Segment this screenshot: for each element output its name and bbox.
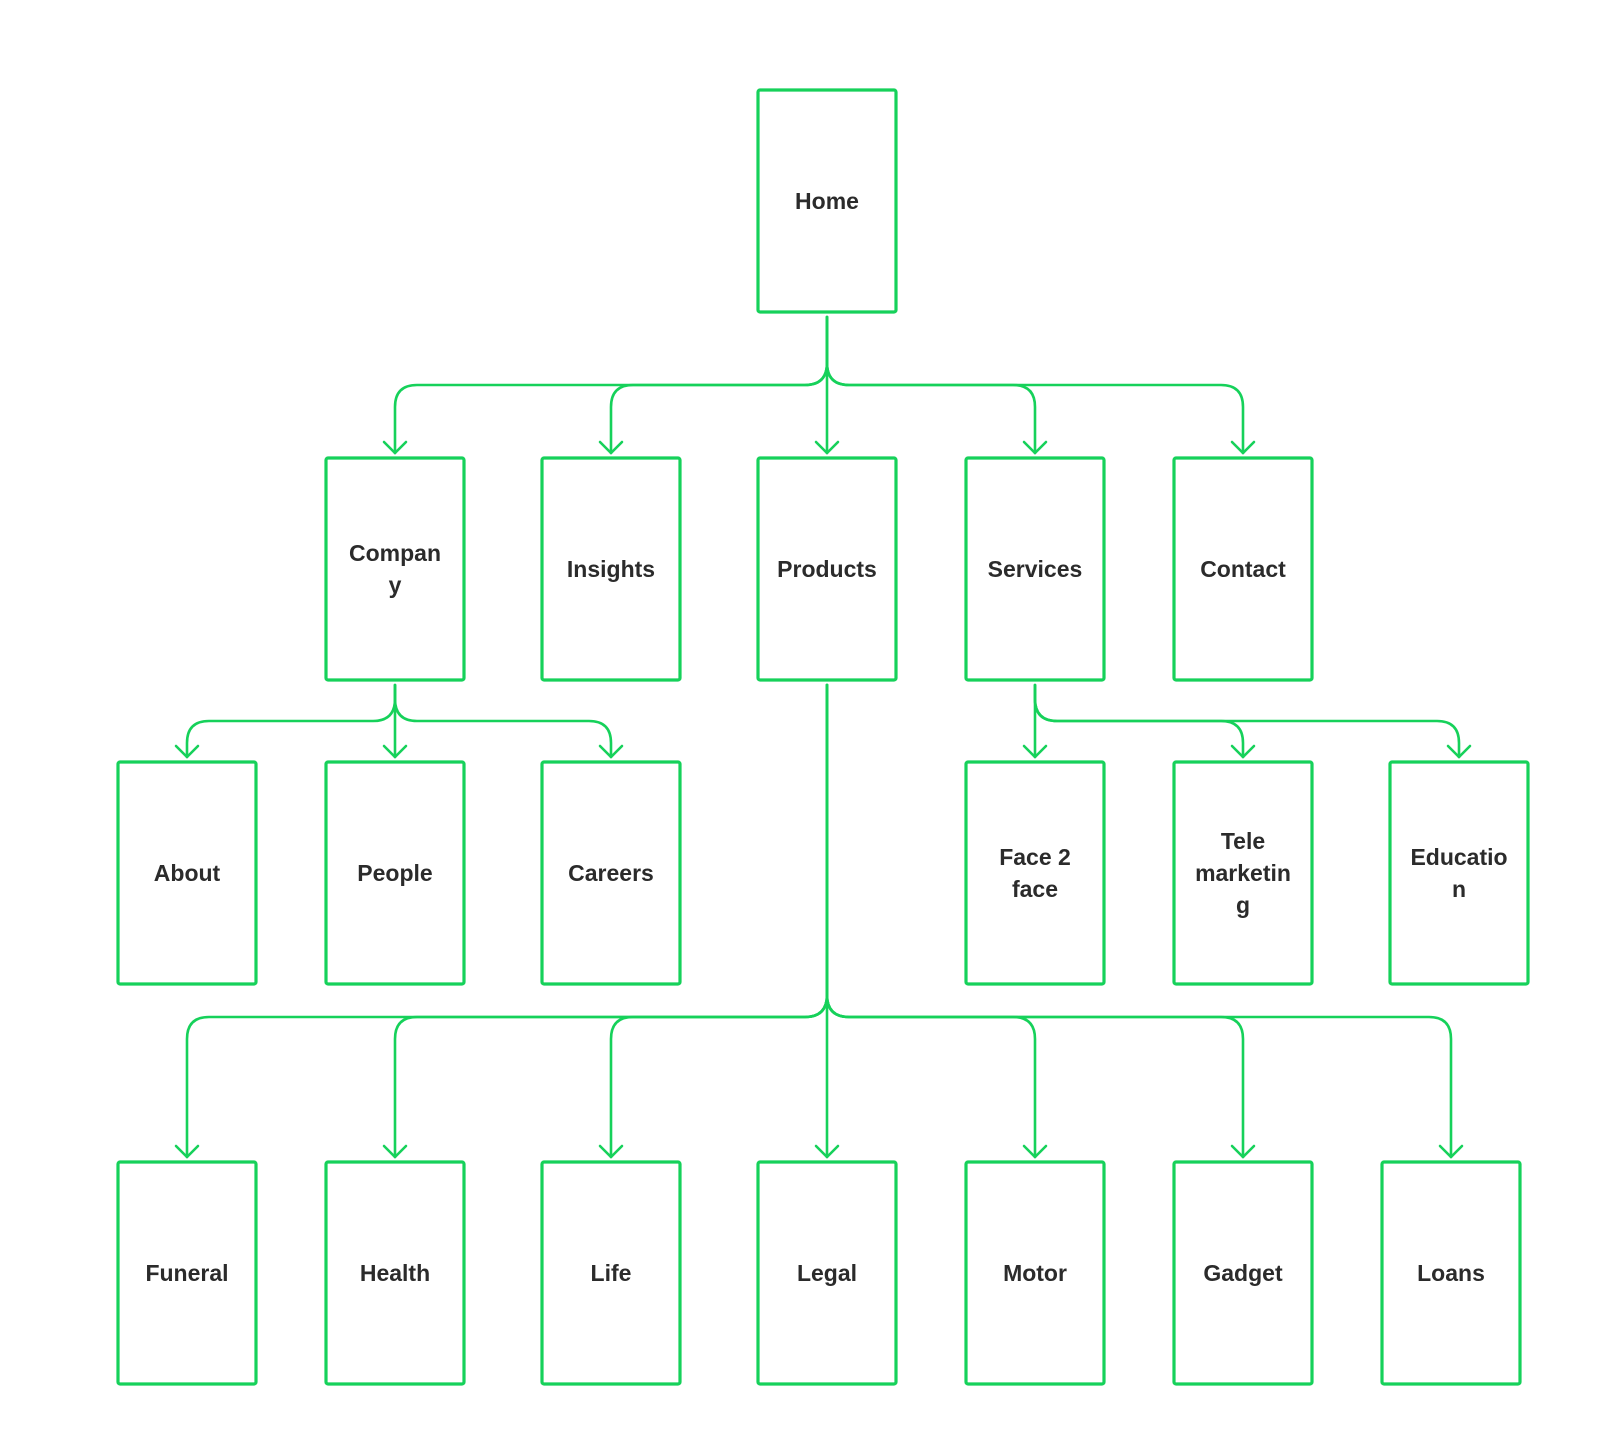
node-gadget-box bbox=[1172, 1160, 1314, 1386]
node-insights-label: Insights bbox=[567, 556, 655, 582]
connector-home-insights bbox=[609, 315, 829, 455]
node-about-box bbox=[116, 760, 258, 986]
node-about[interactable]: About bbox=[116, 760, 258, 986]
node-telemarketing-box bbox=[1172, 760, 1314, 986]
node-education-box bbox=[1388, 760, 1530, 986]
node-company[interactable]: Compan y bbox=[324, 456, 466, 682]
node-products-box bbox=[756, 456, 898, 682]
arrowhead-products bbox=[814, 440, 840, 455]
node-home[interactable]: Home bbox=[756, 88, 898, 314]
connector-home-contact bbox=[825, 315, 1245, 455]
arrowhead-health bbox=[382, 1144, 408, 1159]
node-about-label: About bbox=[154, 860, 221, 886]
node-company-box bbox=[324, 456, 466, 682]
node-careers-box bbox=[540, 760, 682, 986]
node-life[interactable]: Life bbox=[540, 1160, 682, 1386]
connector-products-loans bbox=[825, 683, 1453, 1159]
node-services-label: Services bbox=[988, 556, 1083, 582]
node-people-box bbox=[324, 760, 466, 986]
node-products-label: Products bbox=[777, 556, 877, 582]
node-telemarketing-label: Tele bbox=[1221, 828, 1265, 854]
node-services-box bbox=[964, 456, 1106, 682]
node-telemarketing-label: marketin bbox=[1195, 860, 1291, 886]
node-motor-box bbox=[964, 1160, 1106, 1386]
node-company-label: y bbox=[389, 572, 402, 598]
arrowhead-contact bbox=[1230, 440, 1256, 455]
node-company-label: Compan bbox=[349, 540, 441, 566]
connector-company-careers bbox=[393, 683, 613, 759]
connector-company-about bbox=[185, 683, 397, 759]
node-education-label: n bbox=[1452, 876, 1466, 902]
node-funeral[interactable]: Funeral bbox=[116, 1160, 258, 1386]
node-health[interactable]: Health bbox=[324, 1160, 466, 1386]
node-motor-label: Motor bbox=[1003, 1260, 1067, 1286]
arrowhead-education bbox=[1446, 744, 1472, 759]
arrowhead-people bbox=[382, 744, 408, 759]
node-loans-box bbox=[1380, 1160, 1522, 1386]
node-careers[interactable]: Careers bbox=[540, 760, 682, 986]
node-home-label: Home bbox=[795, 188, 859, 214]
arrowhead-services bbox=[1022, 440, 1048, 455]
arrowhead-insights bbox=[598, 440, 624, 455]
node-contact-label: Contact bbox=[1200, 556, 1286, 582]
node-telemarketing-label: g bbox=[1236, 892, 1250, 918]
connector-products-funeral bbox=[185, 683, 829, 1159]
node-face2face-label: face bbox=[1012, 876, 1058, 902]
node-motor[interactable]: Motor bbox=[964, 1160, 1106, 1386]
node-services[interactable]: Services bbox=[964, 456, 1106, 682]
node-education-label: Educatio bbox=[1410, 844, 1507, 870]
node-face2face[interactable]: Face 2 face bbox=[964, 760, 1106, 986]
arrowhead-gadget bbox=[1230, 1144, 1256, 1159]
node-health-label: Health bbox=[360, 1260, 430, 1286]
node-funeral-box bbox=[116, 1160, 258, 1386]
node-gadget-label: Gadget bbox=[1203, 1260, 1283, 1286]
node-loans-label: Loans bbox=[1417, 1260, 1485, 1286]
arrowhead-company bbox=[382, 440, 408, 455]
arrowhead-funeral bbox=[174, 1144, 200, 1159]
node-face2face-box bbox=[964, 760, 1106, 986]
node-health-box bbox=[324, 1160, 466, 1386]
node-gadget[interactable]: Gadget bbox=[1172, 1160, 1314, 1386]
arrowhead-loans bbox=[1438, 1144, 1464, 1159]
node-legal-box bbox=[756, 1160, 898, 1386]
node-telemarketing[interactable]: Tele marketin g bbox=[1172, 760, 1314, 986]
node-life-box bbox=[540, 1160, 682, 1386]
node-face2face-label: Face 2 bbox=[999, 844, 1071, 870]
node-life-label: Life bbox=[591, 1260, 632, 1286]
node-home-box bbox=[756, 88, 898, 314]
arrowhead-life bbox=[598, 1144, 624, 1159]
node-contact-box bbox=[1172, 456, 1314, 682]
node-insights-box bbox=[540, 456, 682, 682]
node-legal-label: Legal bbox=[797, 1260, 857, 1286]
node-funeral-label: Funeral bbox=[145, 1260, 228, 1286]
node-loans[interactable]: Loans bbox=[1380, 1160, 1522, 1386]
connectors bbox=[174, 315, 1472, 1159]
connector-services-education bbox=[1033, 683, 1461, 759]
arrowhead-motor bbox=[1022, 1144, 1048, 1159]
node-people-label: People bbox=[357, 860, 432, 886]
node-contact[interactable]: Contact bbox=[1172, 456, 1314, 682]
node-legal[interactable]: Legal bbox=[756, 1160, 898, 1386]
node-products[interactable]: Products bbox=[756, 456, 898, 682]
arrowhead-careers bbox=[598, 744, 624, 759]
node-insights[interactable]: Insights bbox=[540, 456, 682, 682]
arrowhead-legal bbox=[814, 1144, 840, 1159]
arrowhead-telemarketing bbox=[1230, 744, 1256, 759]
node-careers-label: Careers bbox=[568, 860, 654, 886]
node-education[interactable]: Educatio n bbox=[1388, 760, 1530, 986]
node-people[interactable]: People bbox=[324, 760, 466, 986]
arrowhead-face2face bbox=[1022, 744, 1048, 759]
arrowhead-about bbox=[174, 744, 200, 759]
